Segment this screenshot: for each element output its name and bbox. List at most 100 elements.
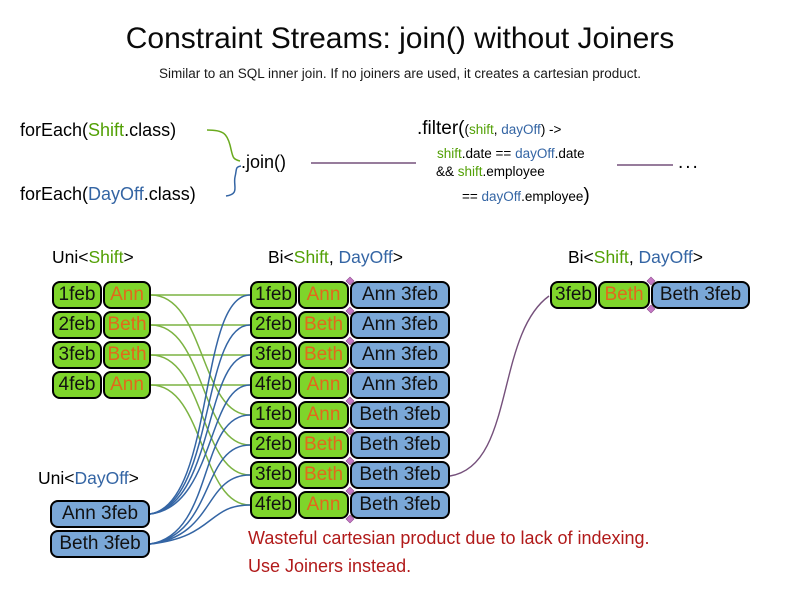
filter-l3-end: .employee: [482, 164, 545, 179]
cartesian-dayoff-cell: Beth 3feb: [350, 401, 450, 429]
filter-code-line4: == dayOff.employee): [462, 185, 590, 207]
shift-name-cell: Beth: [103, 341, 151, 369]
foreach-shift-pre: forEach(: [20, 120, 89, 140]
bi-right-type2: DayOff: [638, 247, 693, 267]
warning-note-line2: Use Joiners instead.: [248, 556, 412, 576]
cartesian-name-cell: Beth: [298, 341, 349, 369]
cartesian-name-cell: Ann: [298, 281, 349, 309]
filter-l4-dayoff: dayOff: [481, 189, 522, 204]
warning-note-line1: Wasteful cartesian product due to lack o…: [248, 528, 650, 548]
shift2-line-b: [150, 324, 251, 446]
beth-dayoff-line-6: [149, 444, 251, 545]
bi-right-post: >: [692, 247, 703, 267]
bi-mid-sep: ,: [328, 247, 339, 267]
filter-param-dayoff: dayOff: [501, 122, 541, 137]
bi-right-type1: Shift: [593, 247, 629, 267]
cartesian-date-cell: 1feb: [250, 281, 297, 309]
filter-head: .filter(: [417, 118, 465, 139]
cartesian-name-cell: Ann: [298, 401, 349, 429]
shift3-line-b: [150, 354, 251, 476]
cartesian-date-cell: 3feb: [250, 461, 297, 489]
uni-dayoff-type: DayOff: [74, 468, 129, 488]
bi-mid-type1: Shift: [293, 247, 329, 267]
shift1-line-b: [150, 294, 251, 416]
filter-param-comma: ,: [493, 122, 502, 137]
filter-l3-shift: shift: [457, 164, 483, 179]
cartesian-dayoff-cell: Ann 3feb: [350, 371, 450, 399]
ann-dayoff-line-1: [149, 294, 251, 515]
cartesian-to-result-connector: [449, 295, 550, 477]
filter-l4-end: .employee: [521, 189, 584, 204]
uni-dayoff-post: >: [128, 468, 139, 488]
filter-l3-and: &&: [436, 164, 458, 179]
shift-date-cell: 3feb: [52, 341, 102, 369]
filter-param-shift: shift: [469, 122, 494, 137]
filter-l2-mid: .date ==: [461, 146, 516, 161]
page-subtitle: Similar to an SQL inner join. If no join…: [159, 66, 641, 81]
cartesian-date-cell: 4feb: [250, 371, 297, 399]
ann-dayoff-line-3: [149, 354, 251, 515]
dayoff-to-join-connector: [225, 165, 242, 197]
result-name-cell: Beth: [598, 281, 650, 309]
page-title: Constraint Streams: join() without Joine…: [125, 22, 675, 55]
cartesian-date-cell: 4feb: [250, 491, 297, 519]
uni-dayoff-pre: Uni<: [38, 468, 75, 488]
foreach-dayoff-pre: forEach(: [20, 184, 89, 204]
uni-shift-post: >: [123, 247, 134, 267]
bi-right-sep: ,: [628, 247, 639, 267]
filter-code-line3: && shift.employee: [436, 164, 545, 179]
cartesian-dayoff-cell: Beth 3feb: [350, 491, 450, 519]
cartesian-name-cell: Ann: [298, 371, 349, 399]
cartesian-date-cell: 3feb: [250, 341, 297, 369]
stream-ellipsis: ...: [678, 152, 700, 173]
uni-shift-pre: Uni<: [52, 247, 89, 267]
filter-l2-end: .date: [554, 146, 585, 161]
cartesian-name-cell: Beth: [298, 311, 349, 339]
beth-dayoff-line-5: [149, 414, 251, 545]
bi-mid-header: Bi<Shift, DayOff>: [268, 247, 403, 268]
bi-right-pre: Bi<: [568, 247, 594, 267]
filter-close-paren: ): [583, 185, 590, 206]
shift-name-cell: Ann: [103, 371, 151, 399]
shift-date-cell: 1feb: [52, 281, 102, 309]
filter-l2-dayoff: dayOff: [515, 146, 555, 161]
dayoff-box: Beth 3feb: [50, 530, 150, 558]
foreach-shift-code: forEach(Shift.class): [20, 120, 176, 141]
filter-paren-open: (: [464, 122, 470, 137]
shift-date-cell: 4feb: [52, 371, 102, 399]
cartesian-dayoff-cell: Ann 3feb: [350, 311, 450, 339]
result-dayoff-cell: Beth 3feb: [651, 281, 750, 309]
filter-l4-eq: ==: [462, 189, 482, 204]
uni-dayoff-header: Uni<DayOff>: [38, 468, 139, 489]
shift-name-cell: Ann: [103, 281, 151, 309]
shift-name-cell: Beth: [103, 311, 151, 339]
uni-shift-header: Uni<Shift>: [52, 247, 134, 268]
filter-l2-shift: shift: [437, 146, 462, 161]
foreach-dayoff-type: DayOff: [88, 184, 144, 204]
bi-mid-type2: DayOff: [338, 247, 393, 267]
cartesian-name-cell: Beth: [298, 461, 349, 489]
cartesian-date-cell: 2feb: [250, 311, 297, 339]
shift4-line-b: [150, 384, 251, 506]
cartesian-dayoff-cell: Beth 3feb: [350, 431, 450, 459]
bi-mid-pre: Bi<: [268, 247, 294, 267]
uni-shift-type: Shift: [88, 247, 124, 267]
ann-dayoff-line-2: [149, 324, 251, 515]
cartesian-dayoff-cell: Beth 3feb: [350, 461, 450, 489]
cartesian-name-cell: Beth: [298, 431, 349, 459]
cartesian-date-cell: 2feb: [250, 431, 297, 459]
dayoff-box: Ann 3feb: [50, 500, 150, 528]
result-date-cell: 3feb: [550, 281, 597, 309]
cartesian-name-cell: Ann: [298, 491, 349, 519]
foreach-dayoff-post: .class): [143, 184, 196, 204]
filter-arrow: ) ->: [540, 122, 562, 137]
beth-dayoff-line-8: [149, 504, 251, 545]
filter-code-line2: shift.date == dayOff.date: [437, 146, 585, 161]
join-code: .join(): [241, 152, 287, 172]
ann-dayoff-line-4: [149, 384, 251, 515]
cartesian-dayoff-cell: Ann 3feb: [350, 341, 450, 369]
shift-date-cell: 2feb: [52, 311, 102, 339]
bi-right-header: Bi<Shift, DayOff>: [568, 247, 703, 268]
bi-mid-post: >: [392, 247, 403, 267]
shift-to-join-connector: [206, 129, 241, 162]
